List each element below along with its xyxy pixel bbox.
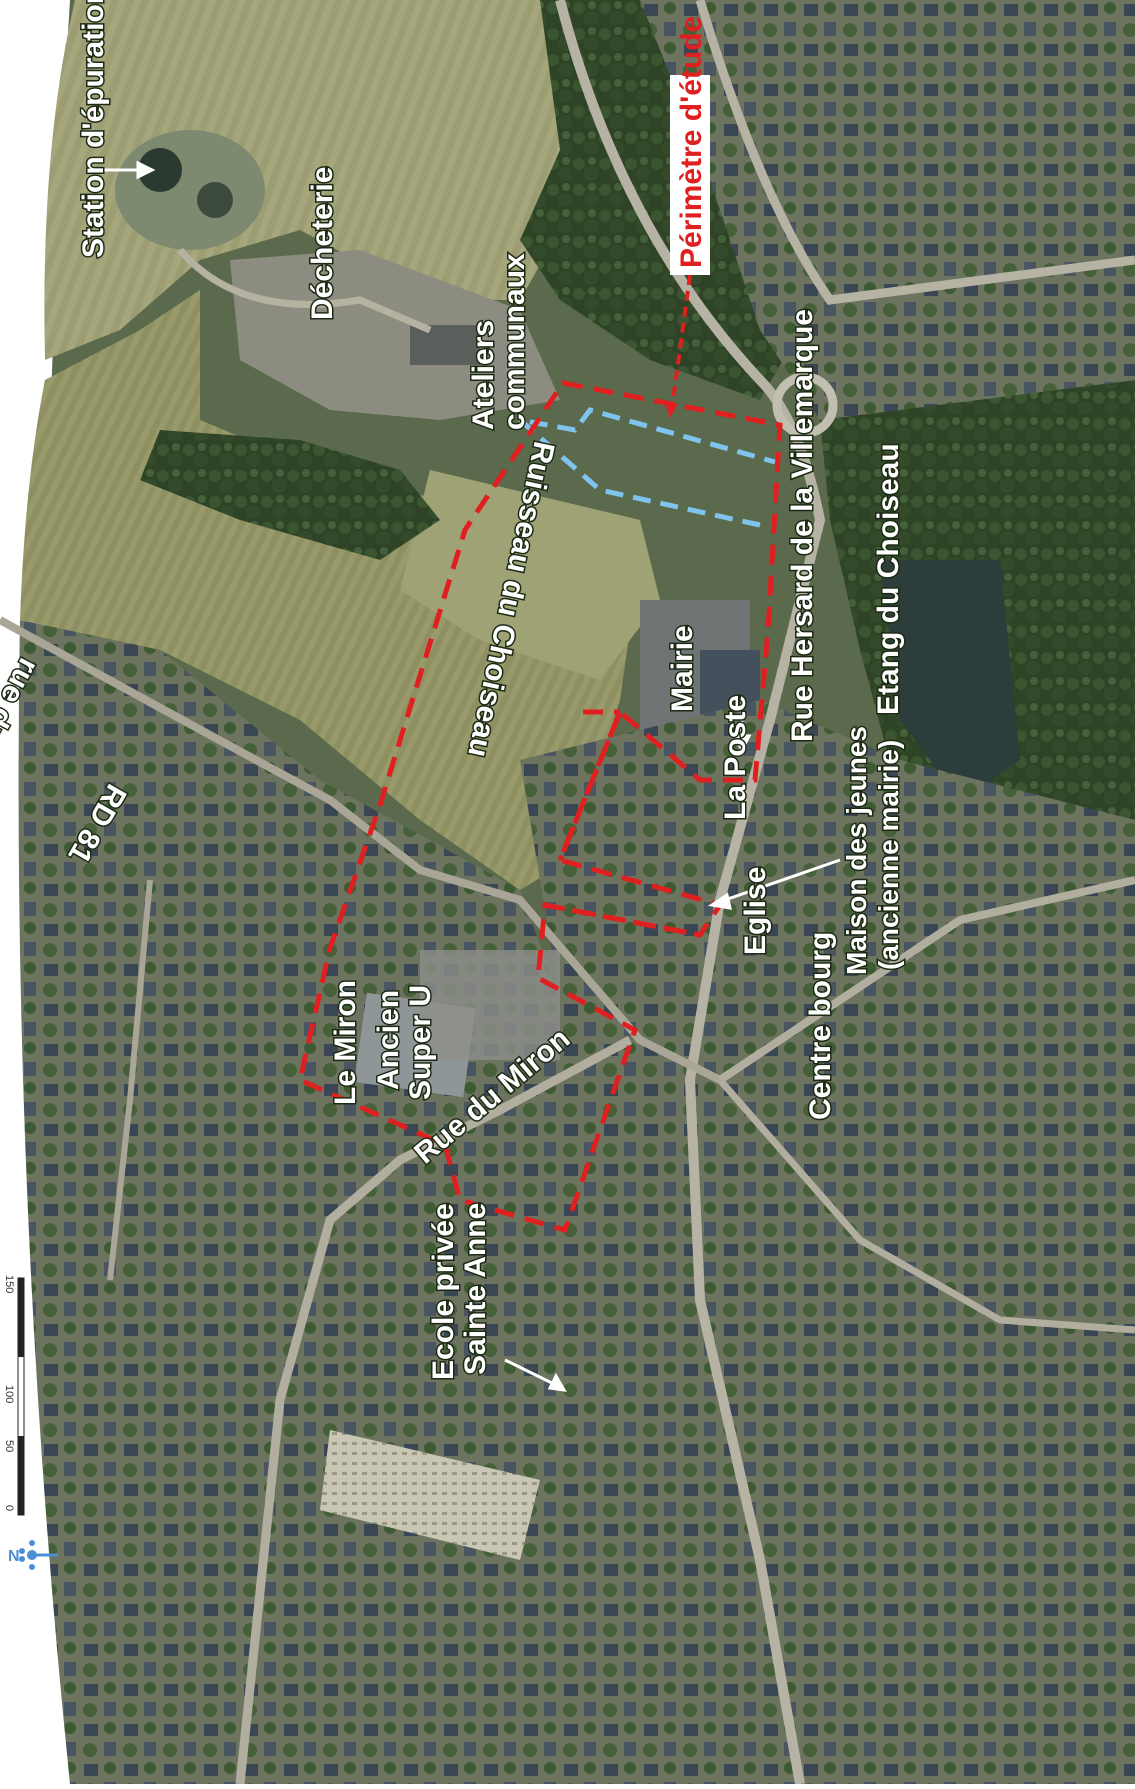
label-le-miron: Le Miron (329, 980, 362, 1105)
perimeter-leader (664, 274, 692, 418)
perimeter-inner-divider (544, 709, 701, 938)
label-eglise: Eglise (739, 867, 772, 955)
label-centre-bourg: Centre bourg (804, 932, 837, 1120)
label-communaux: communaux (498, 253, 531, 430)
label-etang-choiseau: Etang du Choiseau (872, 443, 905, 715)
svg-text:N: N (8, 1548, 20, 1565)
label-sainte-anne: Sainte Anne (459, 1203, 492, 1375)
label-station-epuration: Station d'épuration (77, 0, 110, 258)
label-perimetre-etude: Périmètre d'étude (675, 16, 708, 268)
label-rue-hersard: Rue Hersard de la Villemarque (786, 309, 819, 742)
label-super-u: Super U (404, 985, 437, 1100)
study-perimeter[interactable] (297, 380, 783, 1234)
label-maison-jeunes: Maison des jeunes (841, 726, 872, 975)
label-ancienne-mairie: (ancienne mairie) (873, 740, 904, 970)
label-la-poste: La Poste (719, 695, 752, 820)
north-arrow-icon: N (8, 1540, 58, 1570)
scale-tick-50: 50 (3, 1440, 15, 1452)
leader-lines (95, 160, 841, 1392)
perimeter-label-box (670, 75, 710, 275)
label-ecole-privee: Ecole privée (427, 1203, 460, 1380)
scale-tick-0: 0 (3, 1505, 15, 1511)
scale-tick-100: 100 (3, 1385, 15, 1403)
scale-tick-150: 150 (3, 1275, 15, 1293)
label-mairie: Mairie (666, 625, 699, 712)
scale-bar: 150 100 50 0 (3, 1275, 25, 1516)
label-ateliers: Ateliers (467, 320, 500, 430)
label-decheterie: Décheterie (306, 167, 339, 320)
label-ancien: Ancien (372, 990, 405, 1090)
